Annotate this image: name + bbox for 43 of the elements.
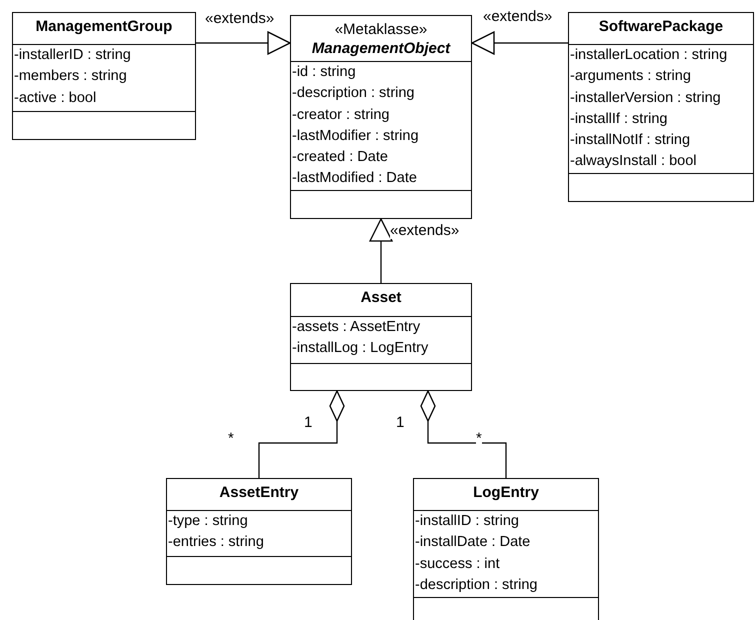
attribute-text: -description : string (291, 84, 416, 104)
class-box (166, 478, 352, 585)
attribute-text: -arguments : string (569, 67, 692, 86)
attribute-text: -assets : AssetEntry (291, 318, 422, 337)
aggregation-line (258, 390, 345, 478)
inheritance-arrow (196, 31, 291, 55)
attribute-text: -installIf : string (569, 110, 668, 129)
attribute-text: -lastModified : Date (291, 169, 418, 188)
attribute-text: -installerID : string (13, 46, 132, 65)
inheritance-arrow (369, 218, 393, 283)
class-name: ManagementObject (310, 39, 452, 59)
attribute-text: -installerLocation : string (569, 46, 728, 65)
class-name: Asset (360, 288, 402, 308)
attribute-text: -installDate : Date (414, 533, 532, 552)
attribute-text: -success : int (414, 554, 501, 574)
attribute-text: -installLog : LogEntry (291, 339, 430, 358)
attribute-text: -alwaysInstall : bool (569, 152, 698, 172)
class-name: ManagementGroup (34, 17, 174, 37)
class-name: SoftwarePackage (598, 17, 724, 37)
attribute-text: -type : string (167, 512, 249, 531)
class-box (290, 15, 472, 219)
attribute-text: -installID : string (414, 512, 520, 531)
class-box (12, 12, 196, 140)
aggregation-line (420, 390, 507, 478)
class-name: AssetEntry (218, 483, 300, 503)
attribute-text: -entries : string (167, 533, 265, 552)
class-box (568, 12, 754, 202)
edge-label: «extends» (390, 222, 460, 239)
attribute-text: -members : string (13, 67, 128, 86)
attribute-text: -id : string (291, 63, 357, 82)
attribute-text: -description : string (414, 576, 538, 595)
class-box (290, 283, 472, 391)
multiplicity-label: * (476, 430, 482, 447)
stereotype-label: «Metaklasse» (334, 20, 428, 39)
inheritance-arrow (471, 31, 568, 55)
attribute-text: -lastModifier : string (291, 126, 420, 146)
class-name: LogEntry (472, 483, 540, 503)
attribute-text: -creator : string (291, 106, 390, 125)
attribute-text: -created : Date (291, 148, 389, 168)
attribute-text: -active : bool (13, 88, 98, 108)
attribute-text: -installNotIf : string (569, 131, 692, 150)
class-box (413, 478, 599, 620)
attribute-text: -installerVersion : string (569, 88, 722, 108)
